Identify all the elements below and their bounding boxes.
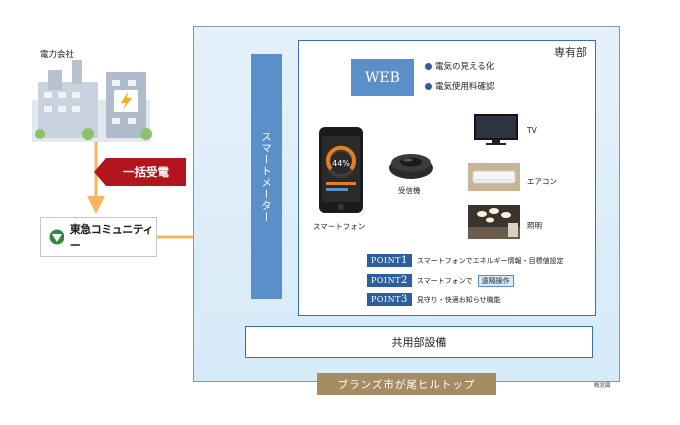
device-label-tv: TV [527, 126, 537, 135]
smart-meter-label: スマートメーター [260, 130, 272, 223]
point-3-text: 見守り・快適お知らせ機能 [416, 295, 501, 304]
point-1-badge-text: POINT [371, 256, 401, 265]
air-conditioner-icon [468, 163, 520, 191]
device-label-lighting: 照明 [527, 221, 542, 230]
point-1-number: 1 [400, 255, 408, 266]
lighting-icon [468, 205, 520, 239]
web-bullet-1: 電気の見える化 [425, 60, 494, 72]
community-name: 東急コミュニティー [69, 223, 154, 252]
receiver-label: 受信機 [398, 186, 421, 195]
concept-note: 概念図 [594, 383, 611, 389]
point-1-text: スマートフォンでエネルギー情報・目標値設定 [416, 256, 564, 265]
bullet-dot-icon [425, 82, 432, 90]
smartphone-icon: 44% [319, 127, 363, 213]
point-1: POINT1 スマートフォンでエネルギー情報・目標値設定 [367, 254, 564, 267]
point-2-highlight: 遠隔操作 [477, 274, 514, 287]
shared-facilities-box: 共用部設備 [245, 326, 593, 358]
point-1-badge: POINT1 [367, 254, 412, 267]
phone-screen-value: 44% [332, 159, 350, 168]
point-3-badge-text: POINT [371, 295, 401, 304]
point-2-badge-text: POINT [371, 276, 401, 285]
receiver-icon [389, 154, 433, 179]
point-3-number: 3 [400, 294, 408, 305]
building-name-plate: ブランズ市が尾ヒルトップ [317, 373, 496, 395]
tv-icon [474, 114, 518, 145]
bulk-receive-arrow-tip [94, 158, 106, 186]
web-bullet-2-text: 電気使用料確認 [435, 82, 495, 92]
community-logo-box: 東急コミュニティー [40, 217, 157, 257]
web-bullet-1-text: 電気の見える化 [435, 62, 495, 72]
point-2-number: 2 [400, 275, 408, 286]
private-area-label: 専有部 [554, 46, 587, 59]
point-2-badge: POINT2 [367, 274, 412, 287]
web-box: WEB [351, 59, 414, 96]
point-2-text: スマートフォンで [416, 276, 473, 285]
smartphone-label: スマートフォン [313, 222, 366, 231]
power-company-label: 電力会社 [40, 50, 75, 60]
bullet-dot-icon [425, 62, 432, 70]
smart-meter-bar: スマートメーター [251, 54, 282, 299]
point-3: POINT3 見守り・快適お知らせ機能 [367, 293, 501, 306]
web-bullet-2: 電気使用料確認 [425, 80, 495, 92]
tokyu-logo-icon [49, 229, 64, 245]
device-label-aircon: エアコン [527, 177, 557, 186]
point-2: POINT2 スマートフォンで 遠隔操作 [367, 274, 514, 287]
bulk-receive-label: 一括受電 [106, 158, 186, 186]
point-3-badge: POINT3 [367, 293, 412, 306]
power-plant-icon [32, 60, 152, 142]
